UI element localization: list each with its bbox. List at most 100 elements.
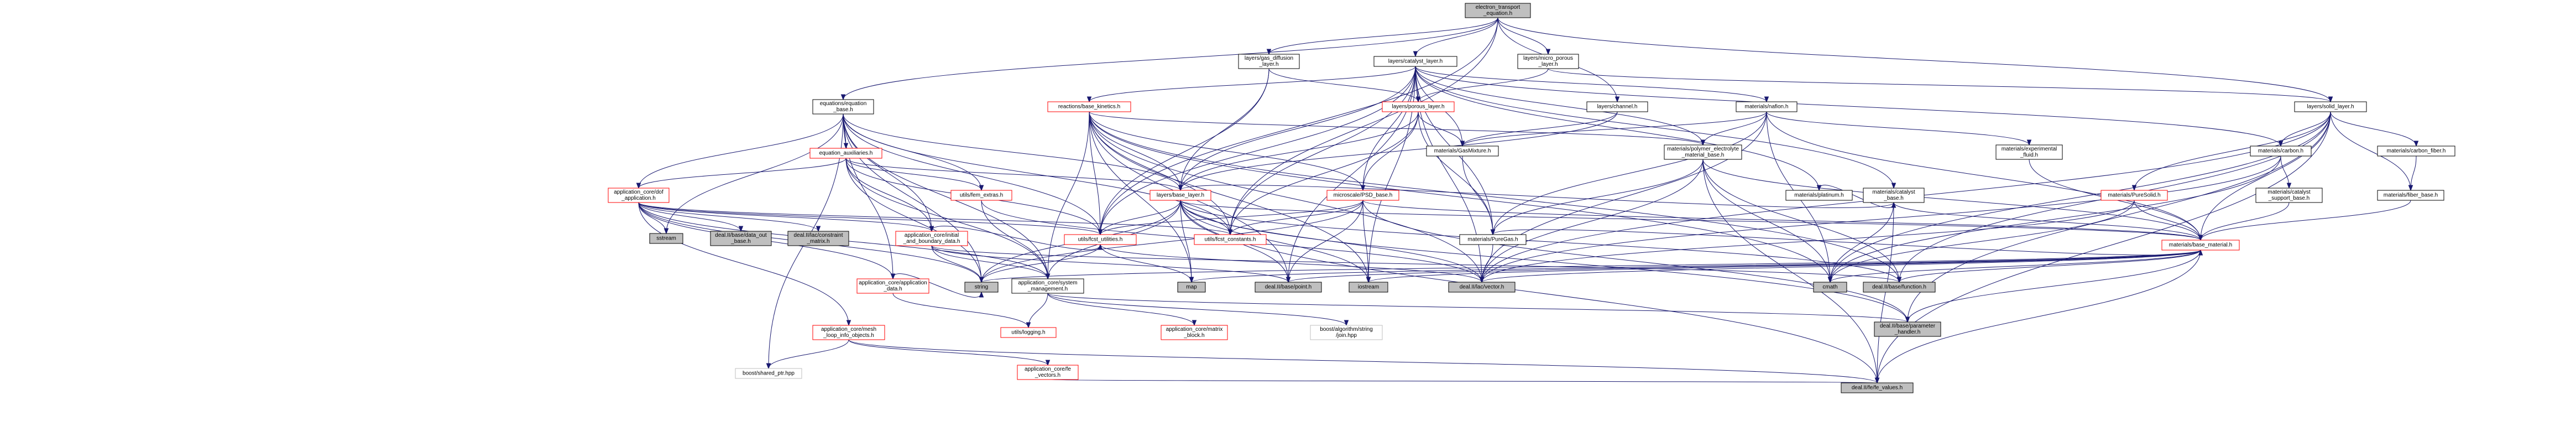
node-box (1238, 54, 1300, 69)
graph-node-catbase[interactable]: materials/catalyst_base.h (1863, 188, 1925, 203)
graph-node-iostream[interactable]: iostream (1349, 282, 1388, 293)
node-label: layers/micro_porous (1523, 55, 1573, 61)
graph-node-pem[interactable]: materials/polymer_electrolyte_material_b… (1664, 144, 1742, 160)
graph-node-appdata[interactable]: application_core/application_data.h (856, 278, 929, 294)
edge-mesh-to-sharedptr (768, 339, 849, 369)
graph-node-sysmgmt[interactable]: application_core/system_management.h (1011, 278, 1084, 294)
graph-node-fconst[interactable]: utils/fcst_constants.h (1194, 234, 1267, 245)
graph-node-logging[interactable]: utils/logging.h (1000, 327, 1057, 338)
graph-node-mpl[interactable]: layers/micro_porous_layer.h (1517, 54, 1579, 69)
edge-eqbase-to-appdata (843, 113, 893, 279)
node-label: materials/PureGas.h (1467, 237, 1518, 243)
node-label: materials/catalyst (2267, 189, 2310, 195)
edge-eqaux-to-initial (845, 158, 932, 232)
graph-node-mesh[interactable]: application_core/mesh_loop_info_objects.… (812, 325, 885, 340)
graph-node-nafion[interactable]: materials/nafion.h (1736, 101, 1798, 112)
graph-node-cl[interactable]: layers/catalyst_layer.h (1373, 56, 1457, 67)
edge-appdata-to-logging (892, 293, 1029, 328)
node-box (1177, 282, 1206, 293)
graph-node-bl[interactable]: layers/base_layer.h (1149, 190, 1211, 201)
graph-node-channel[interactable]: layers/channel.h (1586, 101, 1648, 112)
graph-node-psd[interactable]: microscale/PSD_base.h (1326, 190, 1399, 201)
node-box (1349, 282, 1388, 293)
graph-node-eqbase[interactable]: equations/equation_base.h (812, 99, 874, 115)
graph-node-matblock[interactable]: application_core/matrix_block.h (1161, 325, 1228, 340)
node-box (1255, 282, 1322, 293)
graph-node-expfluid[interactable]: materials/experimental_fluid.h (1995, 144, 2063, 160)
graph-node-femx[interactable]: utils/fem_extras.h (950, 190, 1012, 201)
graph-node-catsup[interactable]: materials/catalyst_support_base.h (2255, 188, 2323, 203)
graph-node-solid[interactable]: layers/solid_layer.h (2294, 101, 2367, 112)
node-label: materials/polymer_electrolyte (1667, 146, 1739, 152)
node-box (1448, 282, 1516, 293)
graph-node-cfiber[interactable]: materials/carbon_fiber.h (2377, 146, 2455, 157)
graph-node-root[interactable]: electron_transport_equation.h (1465, 3, 1531, 18)
edge-mpl-to-pl (1418, 68, 1549, 102)
edge-bmat-to-iostream (1368, 250, 2201, 283)
node-label: equations/equation (820, 101, 867, 107)
node-label: _matrix.h (806, 238, 829, 245)
arrowhead-appdata-to-string (979, 291, 984, 298)
graph-node-function[interactable]: deal.II/base/function.h (1863, 282, 1936, 293)
graph-node-map[interactable]: map (1177, 282, 1206, 293)
graph-node-gdl[interactable]: layers/gas_diffusion_layer.h (1238, 54, 1300, 69)
edge-cl-to-fconst (1230, 66, 1416, 235)
edge-bl-to-function (1180, 200, 1900, 283)
graph-node-sstream[interactable]: sstream (649, 233, 683, 244)
node-box (787, 231, 849, 246)
graph-node-fevec[interactable]: application_core/fe_vectors.h (1017, 365, 1079, 380)
graph-node-platinum[interactable]: materials/platinum.h (1785, 190, 1853, 201)
edge-channel-to-gm (1462, 111, 1618, 147)
node-box (2255, 188, 2323, 203)
graph-node-fiberbase[interactable]: materials/fiber_base.h (2377, 190, 2444, 201)
edge-eqbase-to-sysmgmt (843, 113, 1048, 279)
node-box (1813, 282, 1847, 293)
node-label: materials/fiber_base.h (2384, 193, 2438, 199)
node-box (1382, 101, 1455, 112)
arrowhead-mesh-to-sharedptr (766, 363, 771, 370)
graph-node-boostalg[interactable]: boost/algorithm/string/join.hpp (1310, 325, 1383, 340)
graph-node-vector[interactable]: deal.II/lac/vector.h (1448, 282, 1516, 293)
graph-node-eqaux[interactable]: equation_auxiliaries.h (809, 148, 882, 159)
edge-dof-to-fconst (638, 202, 1231, 235)
graph-node-rbk[interactable]: reactions/base_kinetics.h (1047, 101, 1131, 112)
node-box (2294, 101, 2367, 112)
node-label: _base.h (730, 238, 751, 245)
graph-node-carbon[interactable]: materials/carbon.h (2250, 146, 2312, 157)
graph-node-dof[interactable]: application_core/dof_application.h (608, 188, 670, 203)
graph-node-futil[interactable]: utils/fcst_utilities.h (1064, 234, 1137, 245)
graph-node-puregas[interactable]: materials/PureGas.h (1459, 234, 1527, 245)
edge-eqbase-to-fconst (843, 113, 1231, 235)
arrowhead-fiberbase-to-bmat (2198, 235, 2203, 241)
node-box (1517, 54, 1579, 69)
node-box (608, 188, 670, 203)
graph-node-paramh[interactable]: deal.II/base/parameter_handler.h (1874, 321, 1941, 337)
graph-node-gm[interactable]: materials/GasMixture.h (1426, 146, 1499, 157)
graph-node-constraint[interactable]: deal.II/lac/constraint_matrix.h (787, 231, 849, 246)
node-label: application_core/application (859, 280, 927, 286)
graph-node-sharedptr[interactable]: boost/shared_ptr.hpp (735, 368, 802, 379)
graph-node-puresolid[interactable]: materials/PureSolid.h (2100, 190, 2168, 201)
graph-node-point[interactable]: deal.II/base/point.h (1255, 282, 1322, 293)
edge-nafion-to-expfluid (1766, 111, 2030, 146)
graph-node-initial[interactable]: application_core/initial_and_boundary_da… (895, 231, 968, 246)
edge-bmat-to-map (1191, 250, 2201, 283)
edge-fevec-to-fevalues (1047, 379, 1878, 383)
node-label: deal.II/lac/vector.h (1460, 284, 1504, 290)
graph-node-fevalues[interactable]: deal.II/fe/fe_values.h (1841, 382, 1914, 393)
node-layer: electron_transport_equation.h layers/gas_… (608, 3, 2455, 393)
graph-node-string[interactable]: string (964, 282, 999, 293)
arrowhead-cl-to-rbk (1086, 96, 1092, 103)
node-label: application_core/initial (905, 232, 959, 238)
graph-node-dataout[interactable]: deal.II/base/data_out_base.h (710, 231, 772, 246)
arrowhead-carbon-to-catsup (2286, 183, 2292, 189)
graph-node-cmath[interactable]: cmath (1813, 282, 1847, 293)
node-box (1373, 56, 1457, 67)
edge-puregas-to-bmat (1492, 229, 2201, 256)
edge-rbk-to-futil (1089, 111, 1101, 235)
arrowhead-dof-to-appdata (890, 273, 896, 280)
edge-eqaux-to-femx (845, 158, 982, 191)
graph-node-pl[interactable]: layers/porous_layer.h (1382, 101, 1455, 112)
graph-node-bmat[interactable]: materials/base_material.h (2161, 240, 2240, 251)
node-label: deal.II/fe/fe_values.h (1852, 385, 1903, 391)
